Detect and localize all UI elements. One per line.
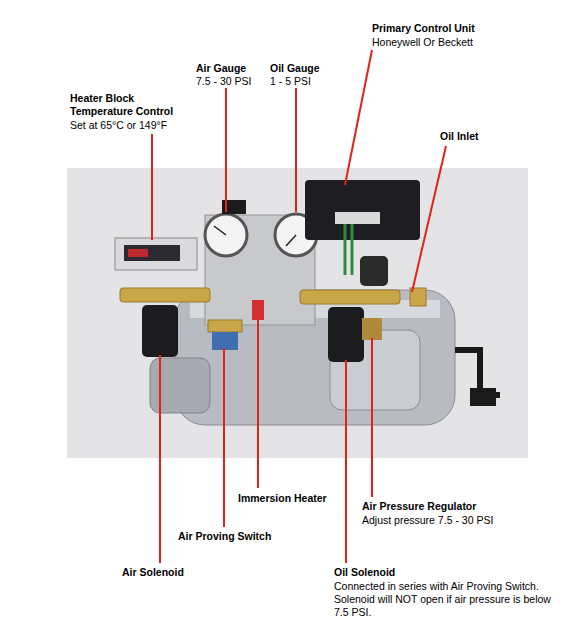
callout-note: 1 - 5 PSI	[270, 75, 311, 88]
leader-line	[225, 88, 227, 212]
callout-title: Immersion Heater	[238, 492, 327, 505]
photo-ground	[67, 168, 528, 458]
air-solenoid	[142, 305, 178, 357]
leader-line	[257, 318, 259, 488]
gauge-needle	[286, 235, 296, 246]
leader-lines	[152, 50, 446, 563]
leader-line	[295, 88, 297, 212]
callout-note: Set at 65°C or 149°F	[70, 119, 167, 132]
proving-switch	[208, 320, 242, 332]
air-regulator	[362, 318, 382, 340]
gauge-needle	[214, 226, 226, 235]
proving-switch-body	[212, 332, 238, 350]
temp-display	[124, 245, 180, 261]
callout-title: Air Pressure Regulator	[362, 500, 476, 513]
leader-line	[159, 355, 161, 563]
callout-title: Oil Inlet	[440, 130, 479, 143]
primary-control	[305, 180, 420, 240]
temp-controller	[115, 238, 197, 270]
callout-title: Air Gauge	[196, 62, 246, 75]
leader-line	[345, 50, 372, 185]
leader-line	[371, 338, 373, 497]
callout-title: Air Solenoid	[122, 566, 184, 579]
plug	[470, 388, 496, 406]
callout-note: 7.5 - 30 PSI	[196, 75, 251, 88]
leader-line	[345, 360, 347, 563]
callout-title: Primary Control Unit	[372, 22, 475, 35]
callout-title: Air Proving Switch	[178, 530, 271, 543]
callout-title: Heater Block Temperature Control	[70, 92, 192, 118]
terminal-strip	[335, 212, 380, 224]
callout-note: Connected in series with Air Proving Swi…	[334, 580, 560, 619]
callout-note: Honeywell Or Beckett	[372, 36, 473, 49]
temp-digits	[128, 249, 148, 257]
oil-solenoid	[328, 307, 364, 362]
immersion-heater	[252, 300, 264, 320]
brass-pipe	[300, 290, 400, 304]
wire	[344, 224, 347, 275]
wire	[351, 224, 354, 275]
air-gauge	[205, 214, 247, 256]
leader-line	[151, 134, 153, 240]
callout-note: Adjust pressure 7.5 - 30 PSI	[362, 514, 493, 527]
oil-inlet-fitting	[360, 256, 388, 286]
leader-line	[223, 348, 225, 527]
callout-title: Oil Gauge	[270, 62, 320, 75]
callout-title: Oil Solenoid	[334, 566, 395, 579]
leader-line	[412, 146, 446, 292]
brass-pipe	[120, 288, 210, 302]
